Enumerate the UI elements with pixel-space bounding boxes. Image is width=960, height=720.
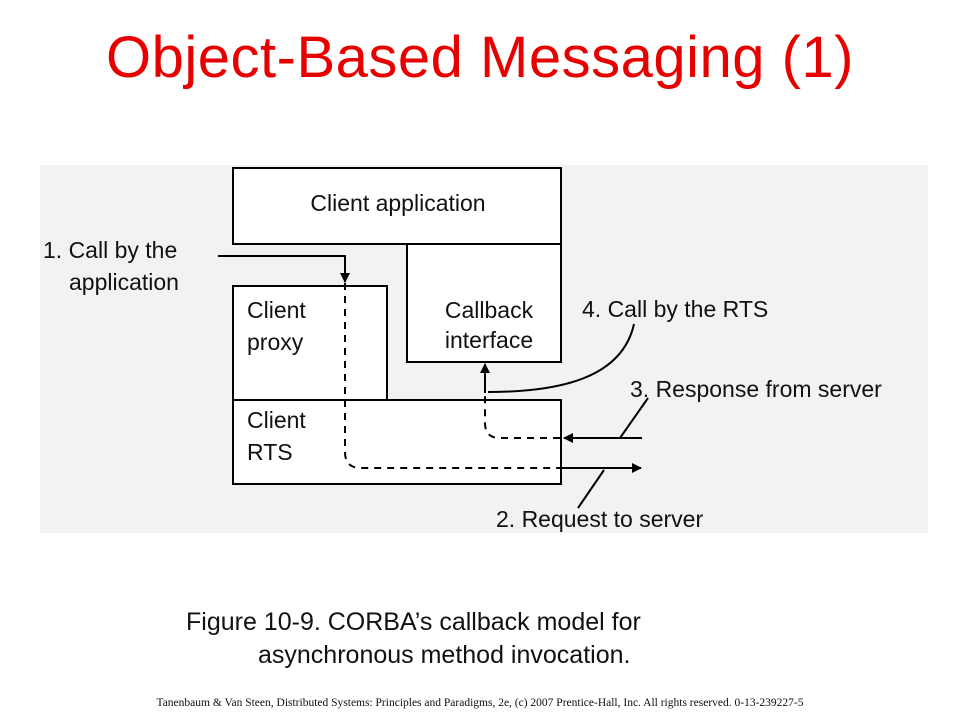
request-label-leader bbox=[577, 469, 605, 509]
call-by-application-label-2: application bbox=[69, 269, 179, 295]
caption-line-1: Figure 10-9. CORBA’s callback model for bbox=[186, 608, 641, 636]
response-dashed-path bbox=[484, 392, 560, 439]
client-rts-box bbox=[232, 399, 562, 485]
client-proxy-label-1: Client bbox=[247, 297, 306, 323]
call-by-rts-label: 4. Call by the RTS bbox=[582, 296, 768, 322]
request-to-server-label: 2. Request to server bbox=[496, 506, 703, 532]
call-by-application-line bbox=[218, 255, 350, 283]
callback-interface-label-2: interface bbox=[445, 327, 533, 353]
call-by-application-label-1: 1. Call by the bbox=[43, 237, 177, 263]
call-by-rts-leader bbox=[487, 323, 635, 393]
slide-title: Object-Based Messaging (1) bbox=[106, 25, 854, 90]
callback-interface-label-1: Callback bbox=[445, 297, 534, 323]
request-dashed-path bbox=[344, 283, 560, 469]
client-application-label: Client application bbox=[310, 190, 485, 216]
caption-line-2: asynchronous method invocation. bbox=[258, 641, 631, 669]
client-proxy-label-2: proxy bbox=[247, 329, 304, 355]
figure-caption: Figure 10-9. CORBA’s callback model for … bbox=[186, 606, 886, 672]
client-rts-label-1: Client bbox=[247, 407, 306, 433]
callback-interface-box bbox=[406, 243, 562, 363]
response-from-server-label: 3. Response from server bbox=[630, 376, 882, 402]
client-proxy-box bbox=[232, 285, 388, 401]
client-rts-label-2: RTS bbox=[247, 439, 293, 465]
copyright-footer: Tanenbaum & Van Steen, Distributed Syste… bbox=[156, 697, 804, 709]
response-label-leader bbox=[619, 397, 649, 439]
client-application-box bbox=[232, 167, 562, 245]
